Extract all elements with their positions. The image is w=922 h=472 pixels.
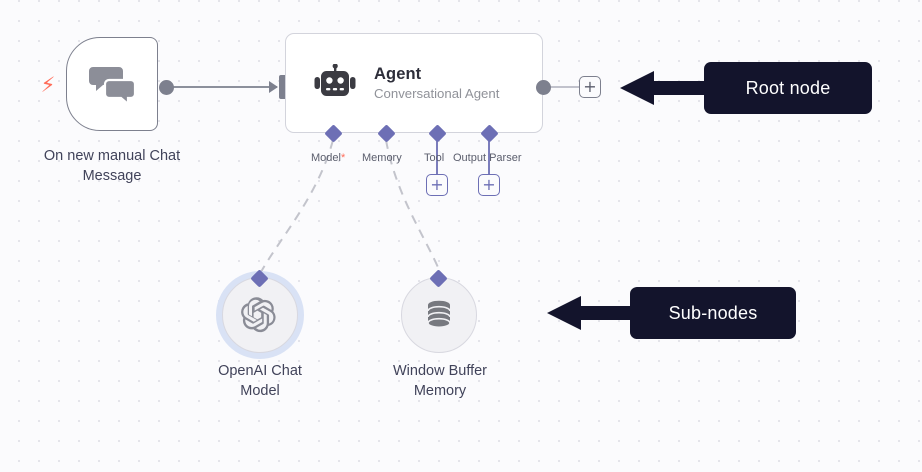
connector-label-memory-text: Memory <box>362 152 402 164</box>
agent-output-add-node-button[interactable]: + <box>579 76 601 98</box>
connector-label-tool-text: Tool <box>424 152 445 164</box>
lightning-bolt-icon: ⚡ <box>40 73 56 97</box>
node-agent[interactable]: Agent Conversational Agent <box>285 33 543 133</box>
node-caption-trigger: On new manual Chat Message <box>43 148 181 184</box>
agent-input-port[interactable] <box>279 75 288 99</box>
agent-output-port[interactable] <box>536 80 551 95</box>
connector-label-model-text: Model <box>311 152 341 164</box>
node-window-buffer-memory[interactable] <box>401 277 477 353</box>
trigger-output-port[interactable] <box>159 80 174 95</box>
connector-label-output-parser-text: Output Parser <box>453 152 522 164</box>
callout-sub-nodes: Sub-nodes <box>630 287 796 339</box>
node-on-new-manual-chat-message[interactable] <box>66 37 158 131</box>
robot-icon <box>314 64 356 96</box>
node-caption-openai-chat-model: OpenAI Chat Model <box>218 363 302 399</box>
callout-root-node: Root node <box>704 62 872 114</box>
add-tool-node-button[interactable]: + <box>426 174 448 196</box>
agent-node-subtitle: Conversational Agent <box>374 85 500 101</box>
agent-input-arrow <box>269 81 278 93</box>
node-openai-chat-model[interactable] <box>222 277 298 353</box>
agent-node-title: Agent <box>374 64 422 83</box>
connector-required-marker-model: * <box>340 152 346 164</box>
connector-label-model: Model* <box>311 152 345 165</box>
add-output-parser-node-button[interactable]: + <box>478 174 500 196</box>
database-icon <box>427 300 451 329</box>
connector-label-tool: Tool <box>424 152 444 165</box>
chat-bubbles-icon <box>89 67 135 104</box>
node-caption-window-buffer-memory: Window Buffer Memory <box>392 363 488 399</box>
openai-icon <box>241 297 276 333</box>
connector-label-output-parser: Output Parser <box>453 152 521 165</box>
connector-label-memory: Memory <box>362 152 402 165</box>
